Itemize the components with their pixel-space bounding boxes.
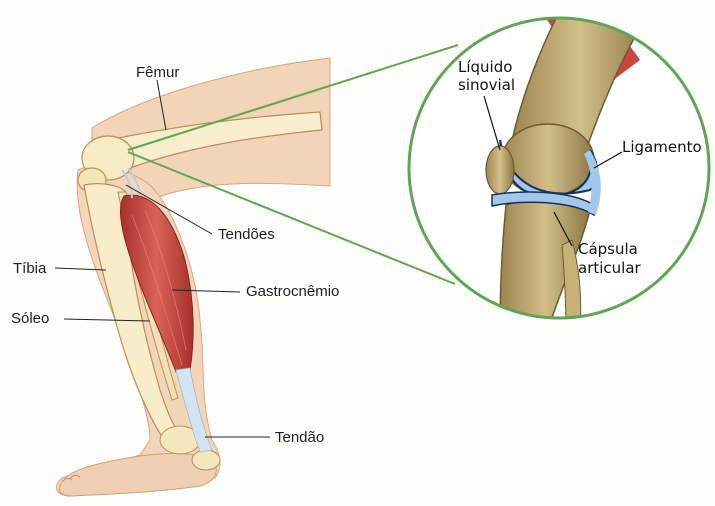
label-gastrocnemius: Gastrocnêmio xyxy=(246,283,339,300)
label-femur: Fêmur xyxy=(136,64,179,81)
knee-closeup xyxy=(400,10,715,330)
label-synovial-fluid-line1: Líquido xyxy=(458,58,512,76)
label-capsule-line2: articular xyxy=(578,259,641,277)
label-tendon: Tendão xyxy=(275,429,324,446)
label-capsule-line1: Cápsula xyxy=(578,240,638,258)
label-soleus: Sóleo xyxy=(11,310,49,327)
label-tibia: Tíbia xyxy=(13,260,46,277)
label-synovial-fluid-line2: sinovial xyxy=(458,76,515,94)
label-ligament: Ligamento xyxy=(622,138,702,156)
label-tendons: Tendões xyxy=(218,226,275,243)
